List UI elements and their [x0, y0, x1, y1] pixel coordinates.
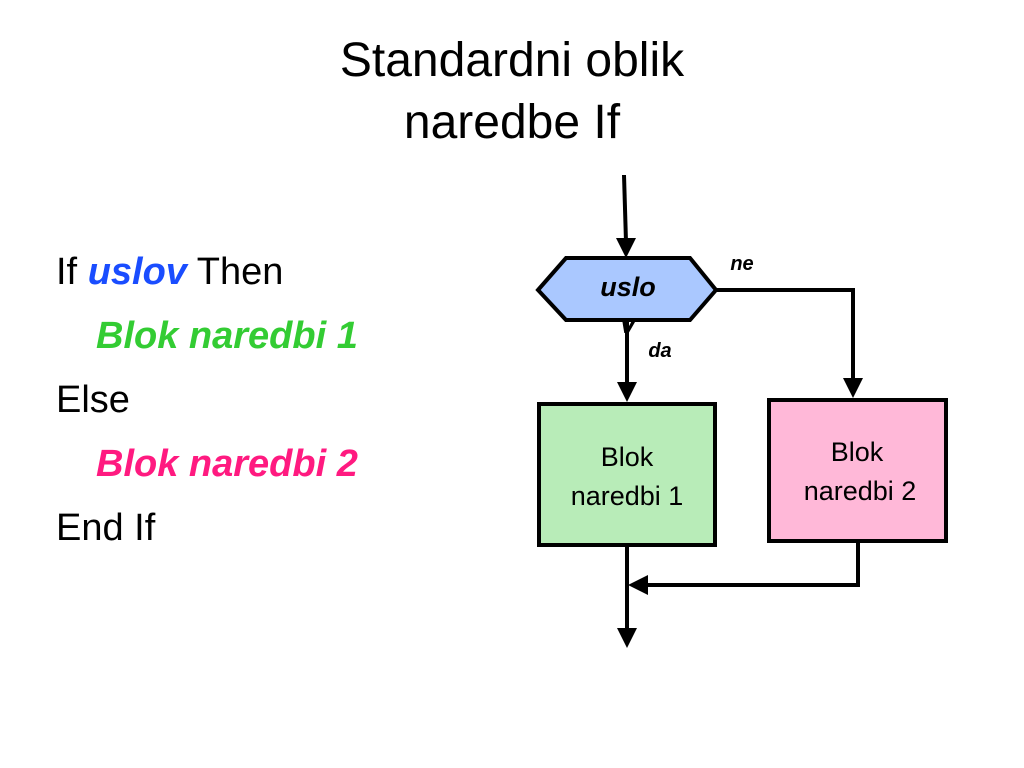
block2-box-line2: naredbi 2: [804, 476, 917, 506]
exit-arrowhead: [617, 628, 637, 648]
title-line-2: naredbe If: [403, 96, 621, 149]
code-listing: If uslov Then Blok naredbi 1 Else Blok n…: [56, 240, 476, 560]
title-line-1: Standardni oblik: [339, 34, 685, 87]
condition-keyword: uslov: [87, 251, 187, 293]
block2-box: [767, 398, 948, 543]
decision-label: uslo: [600, 272, 656, 302]
else-keyword: Else: [56, 379, 130, 421]
block1-box: [537, 402, 717, 547]
yes-label: da: [648, 340, 671, 362]
incoming-arrowhead: [616, 238, 636, 258]
block2-text: Blok naredbi 2: [96, 443, 358, 485]
block1-box-line1: Blok: [601, 442, 654, 472]
block1-box-line2: naredbi 1: [571, 481, 684, 511]
code-line-else: Else: [56, 368, 476, 432]
merge-arrowhead: [628, 575, 648, 595]
code-line-block1: Blok naredbi 1: [56, 304, 476, 368]
end-if-keyword: End If: [56, 507, 156, 549]
yes-branch-arrowhead: [617, 382, 637, 402]
block2-box-line1: Blok: [831, 437, 884, 467]
merge-line: [648, 541, 860, 587]
then-keyword: Then: [186, 251, 284, 293]
code-line-if: If uslov Then: [56, 240, 476, 304]
no-label: ne: [730, 253, 753, 275]
if-keyword: If: [56, 251, 88, 293]
code-line-end: End If: [56, 496, 476, 560]
code-line-block2: Blok naredbi 2: [56, 432, 476, 496]
slide-title: Standardni oblik naredbe If: [0, 30, 1024, 154]
incoming-arrow-line: [622, 174, 628, 243]
block1-text: Blok naredbi 1: [96, 315, 358, 357]
no-branch-arrowhead: [843, 378, 863, 398]
no-branch-line: [716, 288, 855, 380]
